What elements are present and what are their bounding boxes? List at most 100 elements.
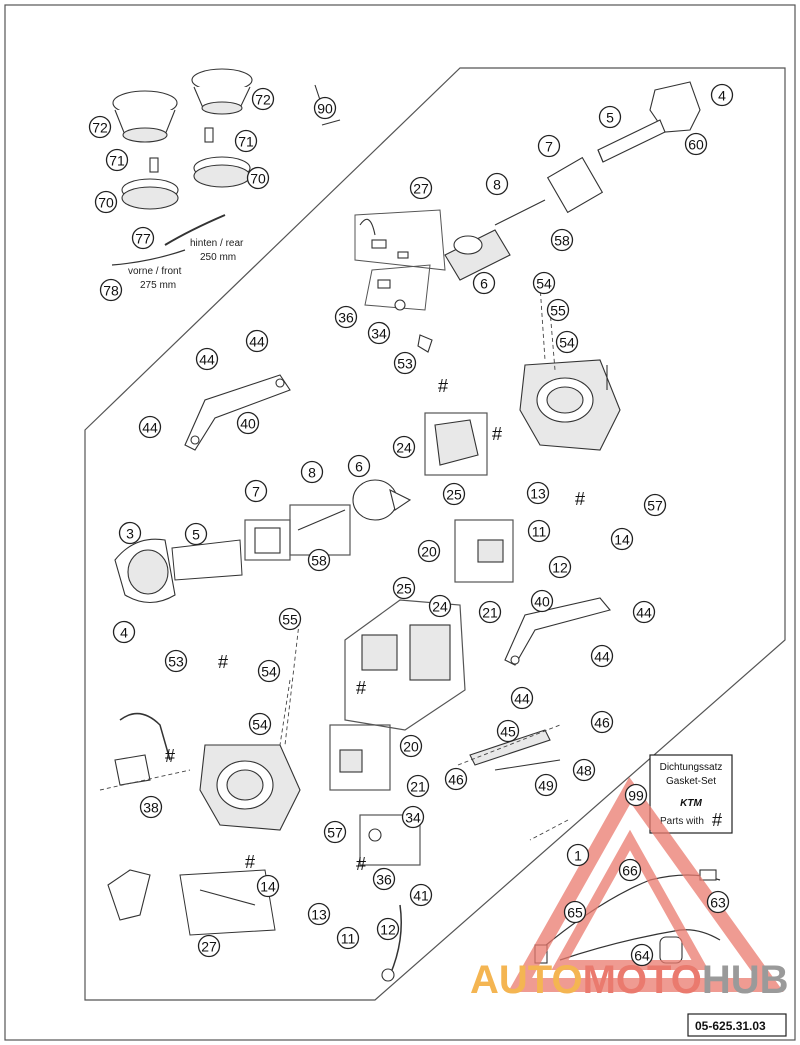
callout-circle [245,329,269,353]
callout-circle [417,539,441,563]
watermark-auto: AUTO [470,958,583,1002]
callout-circle [409,176,433,200]
callout-13: 13 [526,481,550,505]
gasket-hash-mark: # [245,852,255,872]
callout-circle [307,902,331,926]
callout-number: 71 [238,134,254,150]
callout-number: 44 [142,420,158,436]
callout-circle [139,795,163,819]
callout-circle [444,767,468,791]
callout-circle [138,415,162,439]
intake-rubber-group [111,68,341,266]
callout-circle [630,943,654,967]
callout-circle [572,758,596,782]
callout-number: 72 [92,120,108,136]
watermark-logo [508,777,784,992]
callout-20: 20 [417,539,441,563]
callout-number: 55 [550,303,566,319]
callout-number: 20 [421,544,437,560]
callout-number: 44 [594,649,610,665]
callout-number: 12 [380,922,396,938]
hose-front-label: vorne / front [128,266,182,277]
callout-circle [307,548,331,572]
callout-40: 40 [236,411,260,435]
callout-number: 20 [403,739,419,755]
callout-54: 54 [248,712,272,736]
callout-14: 14 [610,527,634,551]
callout-circle [195,347,219,371]
callout-58: 58 [307,548,331,572]
callout-number: 54 [559,335,575,351]
callout-circle [598,105,622,129]
callout-99: 99 [624,783,648,807]
callout-number: 48 [576,763,592,779]
callout-number: 78 [103,283,119,299]
callout-54: 54 [257,659,281,683]
callout-46: 46 [444,767,468,791]
callout-circle [236,411,260,435]
callout-circle [632,600,656,624]
callout-circle [643,493,667,517]
callout-57: 57 [323,820,347,844]
callout-number: 66 [622,863,638,879]
callout-number: 58 [311,553,327,569]
callout-71: 71 [105,148,129,172]
page-border [4,4,796,1041]
hose-rear-length: 250 mm [200,252,236,263]
callout-number: 25 [396,581,412,597]
callout-27: 27 [197,934,221,958]
callout-number: 65 [567,905,583,921]
callout-90: 90 [313,96,337,120]
callout-5: 5 [184,522,208,546]
callout-24: 24 [428,594,452,618]
callout-circle [376,917,400,941]
watermark-text: AUTOMOTOHUB [470,958,789,1002]
callout-number: 45 [500,724,516,740]
callout-circle [610,527,634,551]
callout-7: 7 [244,479,268,503]
callout-number: 54 [252,717,268,733]
callout-8: 8 [300,460,324,484]
callout-circle [566,843,590,867]
callout-66: 66 [618,858,642,882]
gasket-set-de: Dichtungssatz [660,762,723,773]
callout-circle [485,172,509,196]
callout-circle [399,734,423,758]
hose-rear-label: hinten / rear [190,238,244,249]
callout-number: 38 [143,800,159,816]
callout-number: 40 [240,416,256,432]
callout-12: 12 [548,555,572,579]
callout-44: 44 [138,415,162,439]
callout-circle [234,129,258,153]
callout-number: 13 [530,486,546,502]
callout-number: 4 [718,88,726,104]
callout-circle [118,521,142,545]
callout-number: 1 [574,848,582,864]
callout-48: 48 [572,758,596,782]
callout-36: 36 [334,305,358,329]
callout-number: 58 [554,233,570,249]
callout-number: 34 [405,810,421,826]
callout-circle [334,305,358,329]
callout-44: 44 [195,347,219,371]
callout-number: 11 [341,931,356,947]
callout-circle [442,482,466,506]
callout-number: 8 [308,465,316,481]
callout-number: 36 [376,872,392,888]
callout-circle [532,271,556,295]
callout-circle [428,594,452,618]
callout-44: 44 [590,644,614,668]
callout-number: 14 [260,879,276,895]
float-bowl-upper [424,412,488,476]
callout-71: 71 [234,129,258,153]
callout-circle [618,858,642,882]
callout-58: 58 [550,228,574,252]
callout-77: 77 [131,226,155,250]
parts-with-label: Parts with [660,816,704,827]
middle-throttle-parts [114,479,412,604]
callout-circle [392,576,416,600]
callout-12: 12 [376,917,400,941]
callout-circle [257,659,281,683]
callout-number: 53 [168,654,184,670]
